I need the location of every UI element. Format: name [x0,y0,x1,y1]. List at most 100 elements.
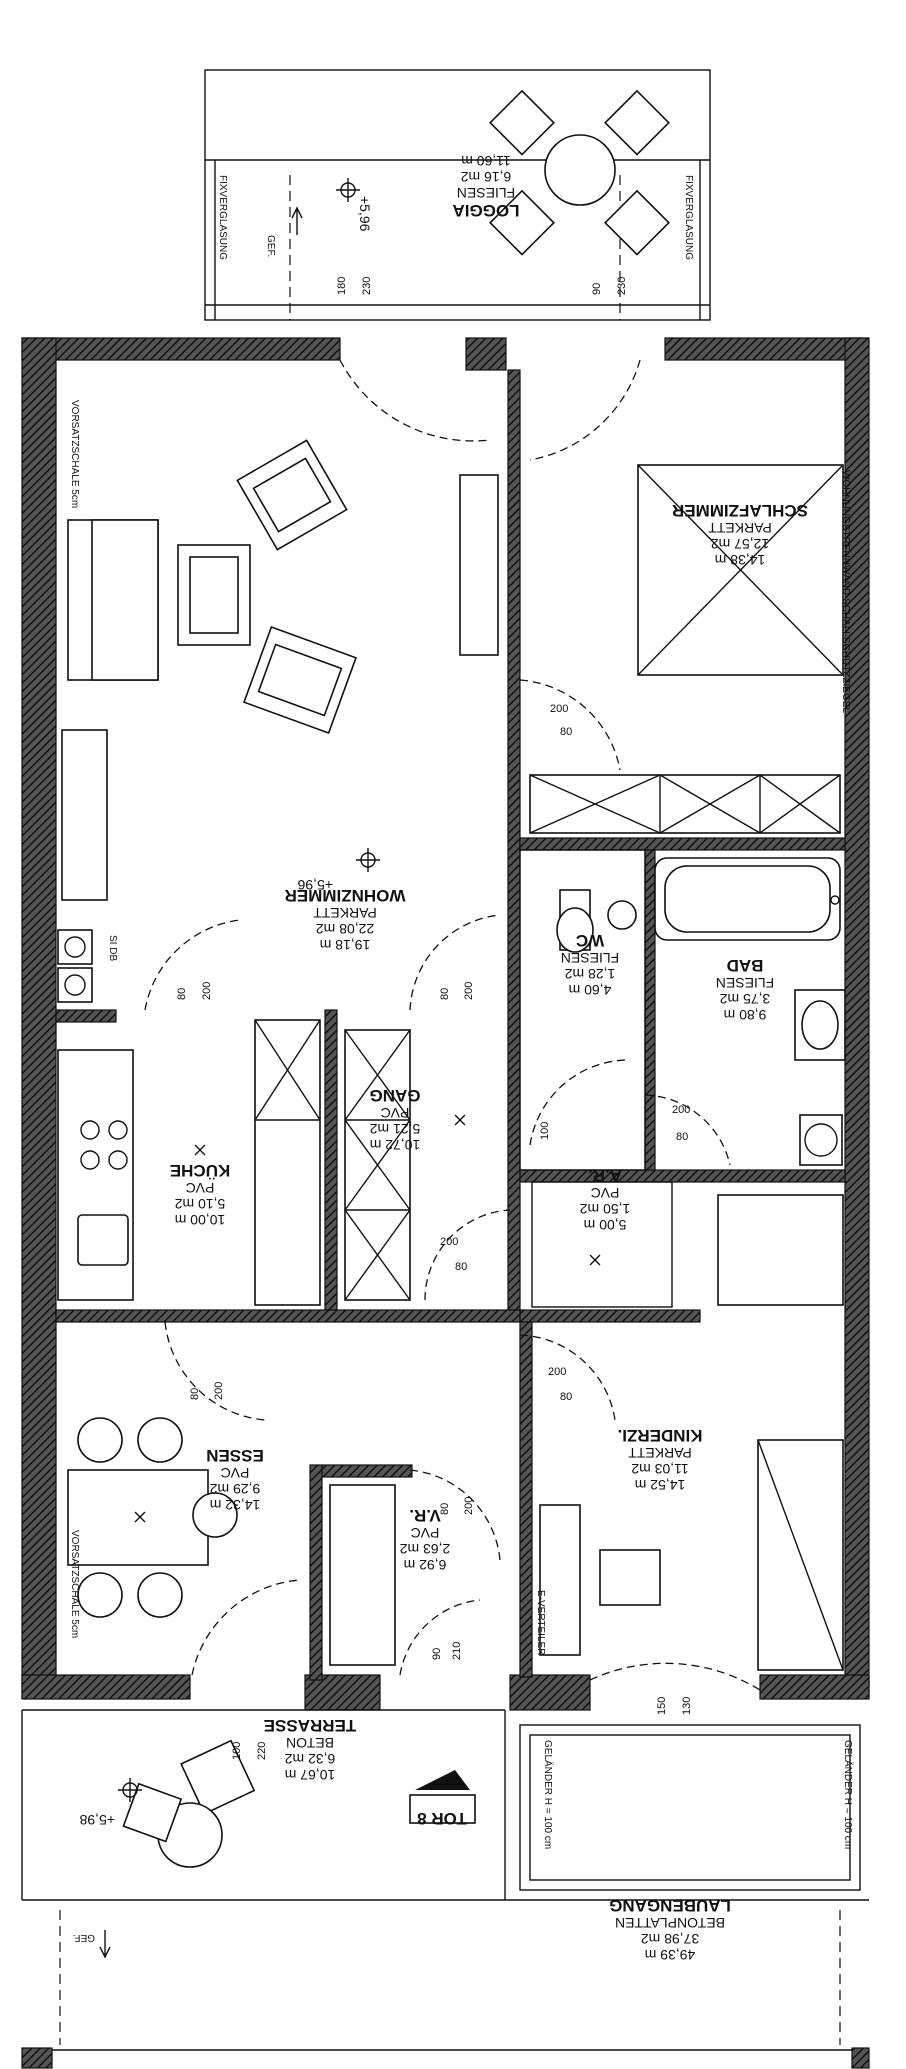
exterior-walls [21,337,870,1711]
room-kinderzi: 14,52 m 11,03 m2 PARKETT KINDERZI. E-VER… [519,1334,844,1691]
laub-floor: BETONPLATTEN [615,1915,725,1931]
room-schlafzimmer: 14,38 m 12,57 m2 PARKETT SCHLAFZIMMER WO… [519,464,851,834]
schlaf-dim-80: 80 [560,726,572,738]
wohn-perimeter: 19,18 m [320,937,371,953]
gang-dim-200: 200 [440,1236,458,1248]
room-gang: 10,72 m 5,21 m2 PVC GANG 200 80 [344,1029,511,1301]
room-wohnzimmer: VORSATZSCHALE 5cm +5,96 19,18 m 22,08 m2… [57,359,641,1011]
vr-dim-200: 200 [463,1497,475,1515]
wc-perimeter: 4,60 m [569,982,612,998]
loggia-dim-90: 90 [591,283,603,295]
wohnungstrennwand-label: WOHNUNGSTRENNWAND SCHALLSCHUTZZIEGEL [840,470,851,713]
vr-floor: PVC [411,1525,440,1541]
essen-area: 9,29 m2 [209,1481,260,1497]
wc-area: 1,28 m2 [564,966,615,982]
sideboard [459,474,499,656]
bad-dim-80: 80 [676,1131,688,1143]
ar-area: 1,50 m2 [579,1201,630,1217]
room-vr: 6,92 m 2,63 m2 PVC V.R. 80 200 90 210 [329,1469,501,1676]
terr-level: +5,98 [79,1812,115,1828]
bad-perimeter: 9,80 m [724,1007,767,1023]
desk [539,1504,581,1656]
wohn-area: 22,08 m2 [316,921,375,937]
terr-level-marker [118,1778,142,1802]
laubengang-area: 49,39 m 37,98 m2 BETONPLATTEN LAUBENGANG… [21,1896,870,2069]
vr-dim-80: 80 [439,1503,451,1515]
kinderzi-perimeter: 14,52 m [635,1477,686,1493]
terr-dim-100: 100 [231,1742,243,1760]
essen-dim-80: 80 [189,1388,201,1400]
gang-perimeter: 10,72 m [370,1137,421,1153]
loggia-level: +5,96 [357,196,373,232]
ar-floor: PVC [591,1185,620,1201]
kitchen-sink [77,1214,129,1266]
gel-dim-150: 150 [656,1697,668,1715]
e-verteiler: E-VERTEILER [535,1590,546,1655]
essen-vorsatzschale: VORSATZSCHALE 5cm [69,1530,80,1638]
kinderzi-floor: PARKETT [628,1445,692,1461]
bad-name: BAD [727,956,764,975]
loggia-table [489,89,670,256]
laub-gef: GEF. [73,1932,95,1943]
shelf [61,729,108,901]
wohn-level: +5,96 [297,877,333,893]
room-bad: 9,80 m 3,75 m2 FLIESEN BAD 200 80 [644,857,846,1166]
loggia-level-marker [336,178,360,202]
socket-box [57,967,93,1003]
gelaender-right: GELÄNDER H = 100 cm [842,1740,854,1849]
bad-dim-200: 200 [672,1104,690,1116]
ar-shelf [717,1194,844,1306]
kinderzi-dim-200: 200 [548,1366,566,1378]
kueche-name: KÜCHE [170,1161,230,1180]
schlaf-dim-200: 200 [550,703,568,715]
tor-label: TOR 8 [417,1809,467,1828]
schlaf-floor: PARKETT [708,520,772,536]
room-ar: 5,00 m 1,50 m2 PVC A.R. [531,1166,844,1308]
vr-dim-210: 210 [451,1642,463,1660]
laub-name: LAUBENGANG [609,1896,731,1915]
terr-dim-220: 220 [256,1742,268,1760]
kinderzi-dim-80: 80 [560,1391,572,1403]
schlaf-name: SCHLAFZIMMER [672,501,808,520]
terr-floor: BETON [286,1735,334,1751]
gelaender-left: GELÄNDER H = 100 cm [542,1740,554,1849]
vr-name: V.R. [409,1506,441,1525]
kinderzi-area: 11,03 m2 [631,1461,689,1477]
loggia-perimeter: 11,60 m [461,153,511,169]
washer [799,1114,843,1166]
wohn-dim-80: 80 [176,988,188,1000]
room-wc: 4,60 m 1,28 m2 FLIESEN WC 100 [519,849,646,1171]
wohn-sidb: SI DB [107,935,118,961]
wohn-name: WOHNZIMMER [285,886,406,905]
wohn-dim-200b: 200 [463,982,475,1000]
bad-area: 3,75 m2 [719,991,770,1007]
room-kueche: 10,00 m 5,10 m2 PVC KÜCHE [57,1019,321,1306]
laub-perimeter: 49,39 m [645,1947,696,1963]
terr-perimeter: 10,67 m [285,1767,336,1783]
essen-perimeter: 14,32 m [210,1497,261,1513]
loggia-fixverglasung-right: FIXVERGLASUNG [683,175,694,260]
terr-area: 6,32 m2 [284,1751,335,1767]
socket-box [57,929,93,965]
kueche-floor: PVC [186,1180,215,1196]
wohn-level-marker [356,848,380,872]
gel-dim-130: 130 [681,1697,693,1715]
loggia-gef-label: GEF. [265,235,276,257]
essen-name: ESSEN [206,1446,264,1465]
wc-dim-100: 100 [539,1122,551,1140]
wardrobe [529,774,841,834]
wohn-dim-200: 200 [201,982,213,1000]
kueche-perimeter: 10,00 m [175,1212,226,1228]
gang-name: GANG [370,1086,421,1105]
loggia-fixverglasung-left: FIXVERGLASUNG [217,175,228,260]
essen-dim-200: 200 [213,1382,225,1400]
wc-floor: FLIESEN [561,950,619,966]
essen-floor: PVC [221,1465,250,1481]
vr-wardrobe [329,1484,396,1666]
schlaf-perimeter: 14,38 m [715,552,766,568]
wohn-vorsatzschale: VORSATZSCHALE 5cm [69,400,80,508]
wohn-dim-80b: 80 [439,988,451,1000]
loggia-name: LOGGIA [452,201,519,220]
vr-area: 2,63 m2 [399,1541,450,1557]
